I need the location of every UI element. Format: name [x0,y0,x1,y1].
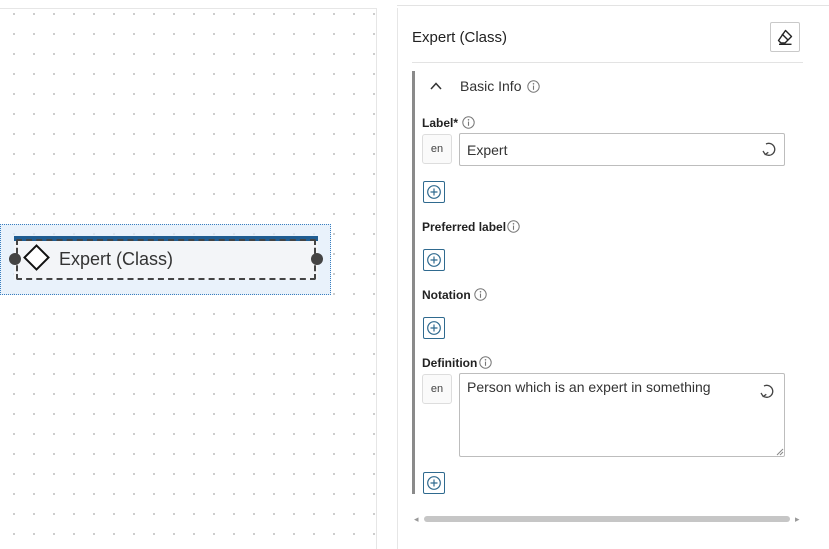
plus-circle-icon [427,476,441,490]
definition-textarea[interactable]: Person which is an expert in something [459,373,785,457]
notation-title: Notation [422,288,471,302]
label-field-title: Label* [422,116,459,130]
info-icon[interactable] [479,356,492,369]
class-node[interactable]: Expert (Class) [14,236,318,280]
label-input[interactable] [459,133,785,166]
plus-circle-icon [427,185,441,199]
info-icon[interactable] [474,288,487,301]
reset-icon[interactable] [760,140,778,158]
plus-circle-icon [427,253,441,267]
panel-title: Expert (Class) [412,29,508,46]
right-connection-handle[interactable] [311,253,323,265]
info-icon[interactable] [507,220,520,233]
horizontal-scrollbar[interactable] [424,516,790,522]
resize-grip-icon[interactable] [776,448,784,456]
left-connection-handle[interactable] [9,253,21,265]
scroll-right-icon[interactable]: ▸ [795,514,800,524]
definition-title: Definition [422,356,478,370]
section-title: Basic Info [460,78,522,94]
node-top-bar [14,236,318,241]
clear-button[interactable] [770,22,800,52]
add-label-button[interactable] [423,181,445,203]
canvas-top-strip [0,0,377,9]
reset-icon[interactable] [758,382,776,400]
definition-language-tag: en [422,374,452,404]
preferred-label-title: Preferred label [422,220,507,234]
info-icon[interactable] [527,80,540,93]
label-language-tag: en [422,134,452,164]
eraser-icon [777,29,793,45]
chevron-up-icon[interactable] [428,78,444,94]
node-label: Expert (Class) [59,249,174,269]
panel-left-divider [397,8,398,549]
add-notation-button[interactable] [423,317,445,339]
panel-top-divider [397,0,829,6]
add-preferred-label-button[interactable] [423,249,445,271]
scroll-left-icon[interactable]: ◂ [414,514,419,524]
info-icon[interactable] [462,116,475,129]
section-indicator-line [412,71,415,494]
add-definition-button[interactable] [423,472,445,494]
plus-circle-icon [427,321,441,335]
title-divider [412,62,803,63]
